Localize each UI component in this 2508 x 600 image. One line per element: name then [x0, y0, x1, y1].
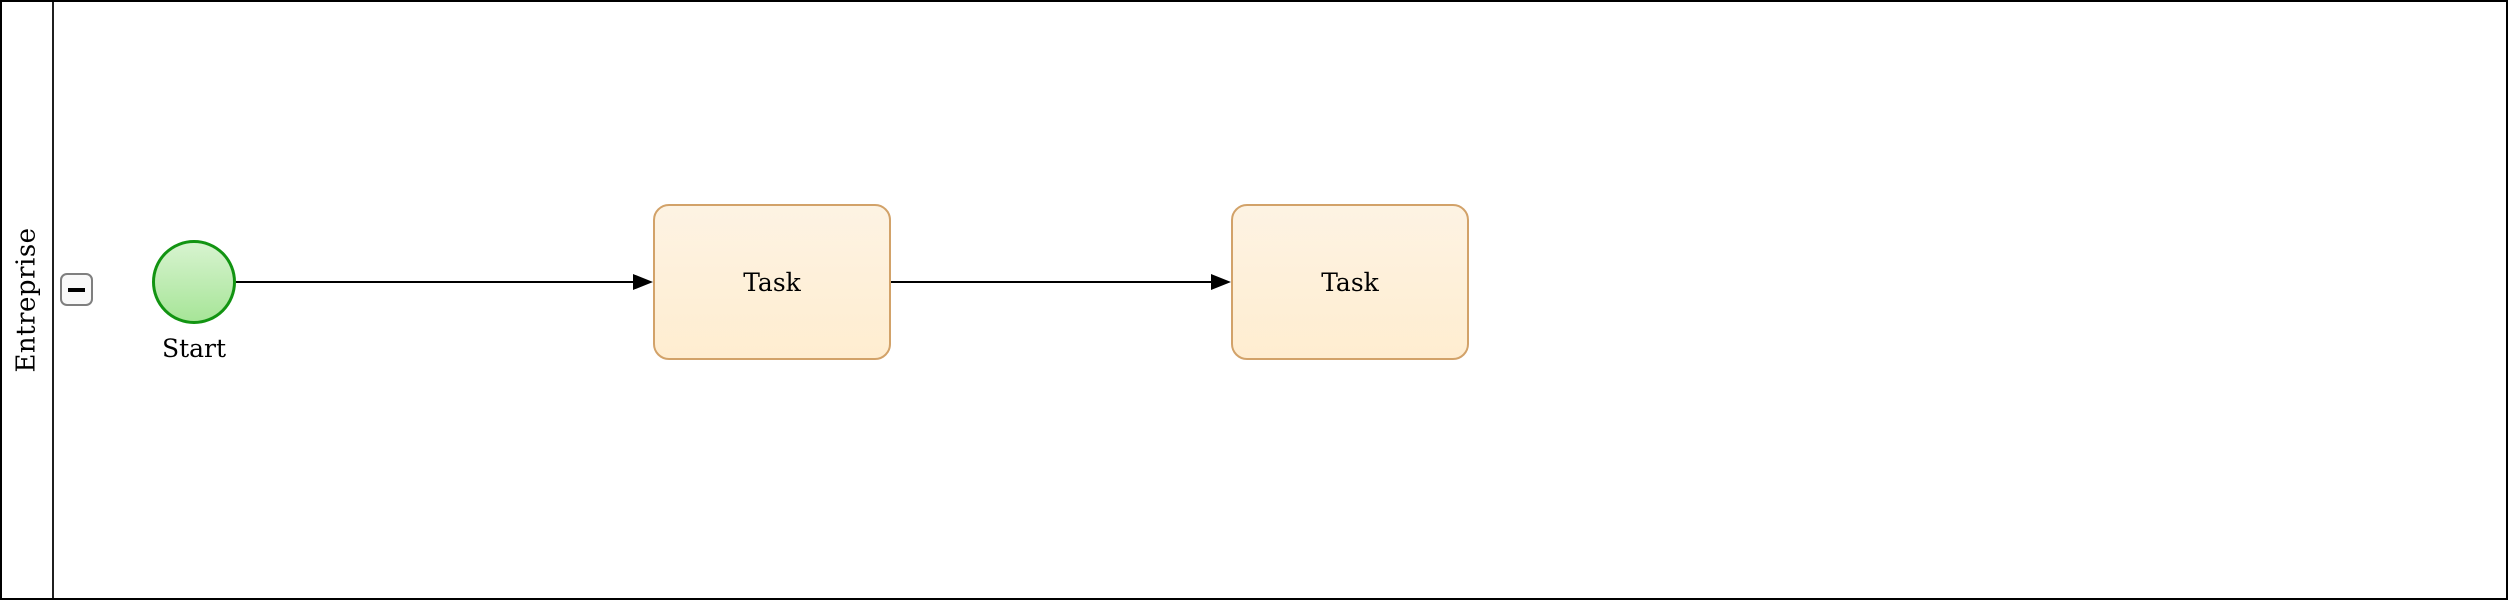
task-node-2[interactable]: Task [1231, 204, 1469, 360]
task-1-label: Task [743, 267, 801, 297]
task-node-1[interactable]: Task [653, 204, 891, 360]
sequence-flow-task1-task2[interactable] [891, 280, 1211, 284]
pool-title-strip[interactable]: Entreprise [2, 2, 54, 598]
start-event-label: Start [161, 334, 227, 363]
sequence-flow-start-task1[interactable] [236, 280, 633, 284]
task-2-label: Task [1321, 267, 1379, 297]
arrowhead-icon [633, 273, 653, 290]
pool-label: Entreprise [12, 227, 43, 373]
arrowhead-icon [1211, 273, 1231, 290]
collapse-pool-button[interactable] [60, 273, 93, 306]
start-event-node[interactable] [152, 240, 236, 324]
minus-icon [68, 287, 85, 292]
